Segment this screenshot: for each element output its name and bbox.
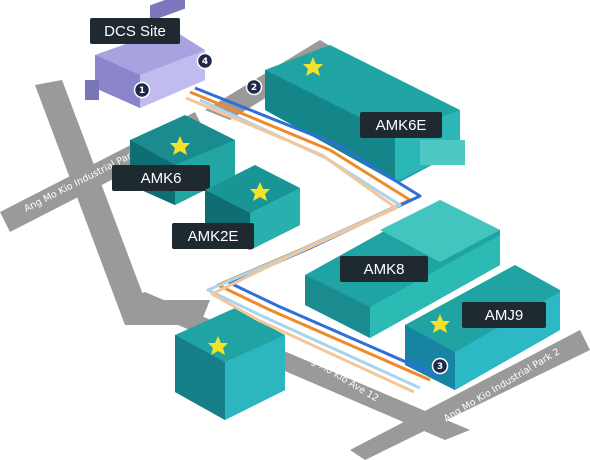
amk2e-label: AMK2E: [172, 223, 254, 249]
star-icon-amk2e: [250, 182, 270, 201]
amk6e-label: AMK6E: [360, 112, 442, 138]
amk8-label: AMK8: [340, 256, 428, 282]
svg-text:AMK2E: AMK2E: [188, 228, 239, 245]
svg-text:DCS Site: DCS Site: [104, 23, 166, 40]
star-icon-amk6e: [303, 57, 323, 76]
numbered-marker-icon-2: 2: [245, 78, 263, 96]
star-icon-amj9: [430, 314, 450, 333]
road-vertical-left: [35, 80, 210, 325]
amj9-label: AMJ9: [462, 302, 546, 328]
svg-text:2: 2: [251, 83, 257, 93]
numbered-marker-icon-3: 3: [431, 357, 449, 375]
svg-text:AMJ9: AMJ9: [485, 307, 523, 324]
svg-text:AMK6E: AMK6E: [376, 117, 427, 134]
dcs-site-label: DCS Site: [90, 18, 180, 44]
dcs-site-building[interactable]: [85, 0, 205, 108]
svg-text:4: 4: [202, 57, 208, 67]
svg-text:AMK8: AMK8: [364, 261, 405, 278]
svg-text:3: 3: [437, 362, 443, 372]
amk6-label: AMK6: [112, 165, 210, 191]
numbered-marker-icon-4: 4: [196, 52, 214, 70]
star-icon-amk6: [170, 136, 190, 155]
star-icon-southwest: [208, 336, 228, 355]
fiber-path-peach: [185, 96, 415, 394]
road-industrial-park-2-right: [350, 330, 590, 460]
svg-text:AMK6: AMK6: [141, 170, 182, 187]
building-southwest[interactable]: [175, 308, 285, 420]
svg-text:1: 1: [139, 86, 145, 96]
fiber-paths: [185, 86, 439, 394]
numbered-marker-icon-1: 1: [133, 81, 151, 99]
